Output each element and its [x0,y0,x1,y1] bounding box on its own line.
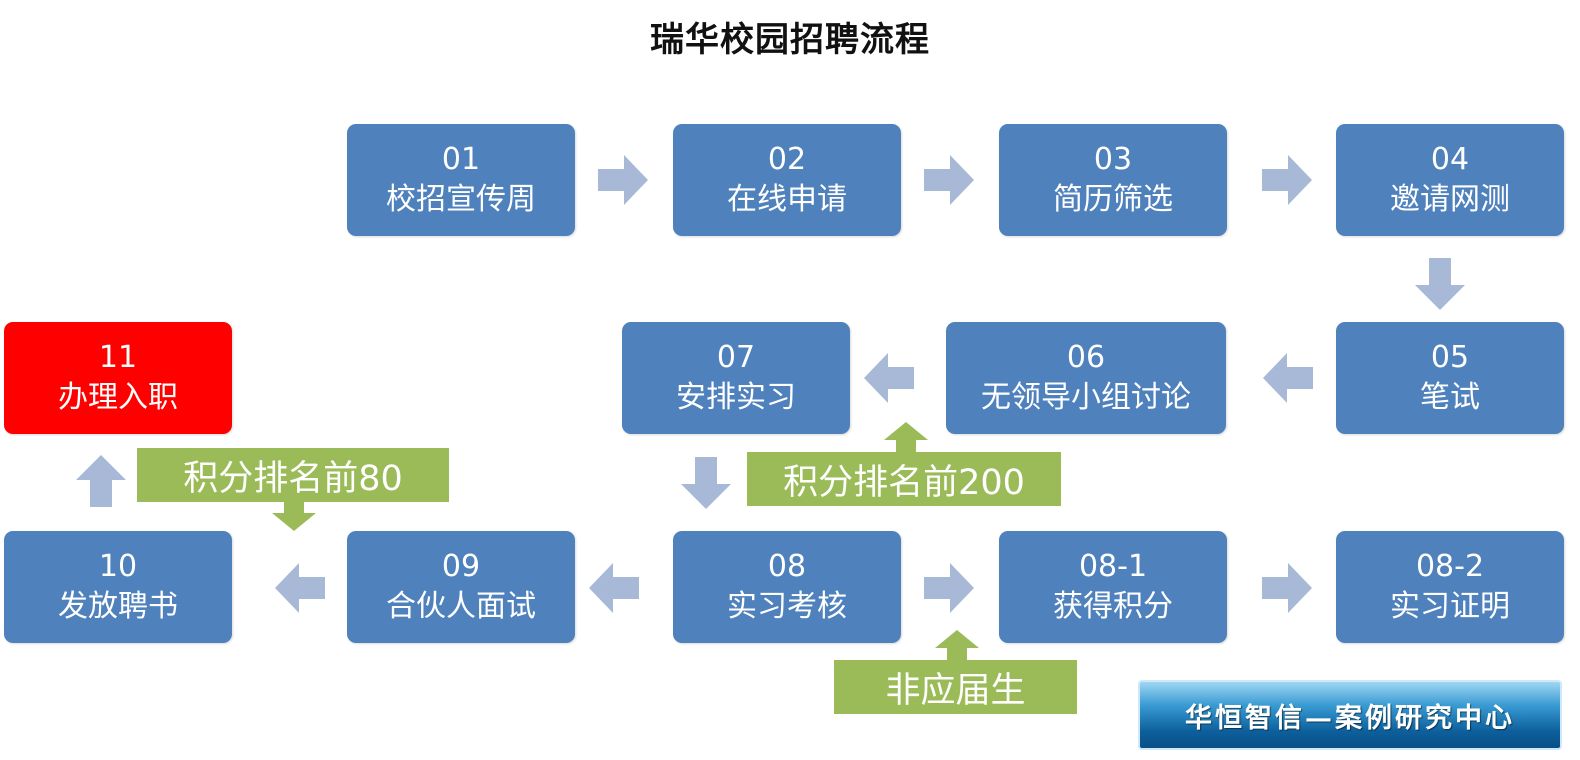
step-number: 06 [1066,340,1106,375]
step-number: 07 [716,340,756,375]
green-arrow-up-icon [884,422,928,454]
step-label: 办理入职 [58,380,178,415]
step-04: 04 邀请网测 [1336,124,1564,236]
step-07: 07 安排实习 [622,322,850,434]
step-number: 03 [1093,142,1133,177]
arrow-left-icon [589,563,639,613]
arrow-up-icon [76,455,126,507]
step-number: 10 [98,549,138,584]
step-10: 10 发放聘书 [4,531,232,643]
arrow-down-icon [1415,258,1465,310]
condition-top80-tag: 积分排名前80 [137,448,449,502]
step-08: 08 实习考核 [673,531,901,643]
condition-non-graduate-tag: 非应届生 [834,660,1077,714]
step-label: 合伙人面试 [386,589,536,624]
step-number: 09 [441,549,481,584]
step-number: 08-2 [1415,549,1485,584]
step-label: 在线申请 [727,182,847,217]
step-number: 02 [767,142,807,177]
step-01: 01 校招宣传周 [347,124,575,236]
arrow-right-icon [924,155,974,205]
arrow-left-icon [275,563,325,613]
arrow-right-icon [598,155,648,205]
step-number: 08-1 [1078,549,1148,584]
step-label: 获得积分 [1053,589,1173,624]
step-label: 校招宣传周 [386,182,536,217]
condition-top200-tag: 积分排名前200 [747,452,1061,506]
step-label: 发放聘书 [58,589,178,624]
arrow-right-icon [1262,155,1312,205]
arrow-left-icon [1263,353,1313,403]
step-number: 01 [441,142,481,177]
step-02: 02 在线申请 [673,124,901,236]
step-label: 实习证明 [1390,589,1510,624]
step-05: 05 笔试 [1336,322,1564,434]
arrow-down-icon [681,457,731,509]
step-number: 08 [767,549,807,584]
watermark-banner: 华恒智信—案例研究中心 [1138,680,1562,750]
step-08-1: 08-1 获得积分 [999,531,1227,643]
step-label: 笔试 [1420,380,1480,415]
arrow-right-icon [1262,563,1312,613]
step-09: 09 合伙人面试 [347,531,575,643]
diagram-title: 瑞华校园招聘流程 [650,20,930,60]
step-08-2: 08-2 实习证明 [1336,531,1564,643]
arrow-left-icon [864,353,914,403]
step-03: 03 简历筛选 [999,124,1227,236]
green-arrow-up-icon [935,630,979,662]
green-arrow-down-icon [272,499,316,531]
step-label: 无领导小组讨论 [981,380,1191,415]
step-label: 简历筛选 [1053,182,1173,217]
step-label: 邀请网测 [1390,182,1510,217]
step-number: 05 [1430,340,1470,375]
arrow-right-icon [924,563,974,613]
step-number: 11 [98,340,138,375]
step-label: 实习考核 [727,589,847,624]
step-06: 06 无领导小组讨论 [946,322,1226,434]
step-label: 安排实习 [676,380,796,415]
step-11: 11 办理入职 [4,322,232,434]
step-number: 04 [1430,142,1470,177]
